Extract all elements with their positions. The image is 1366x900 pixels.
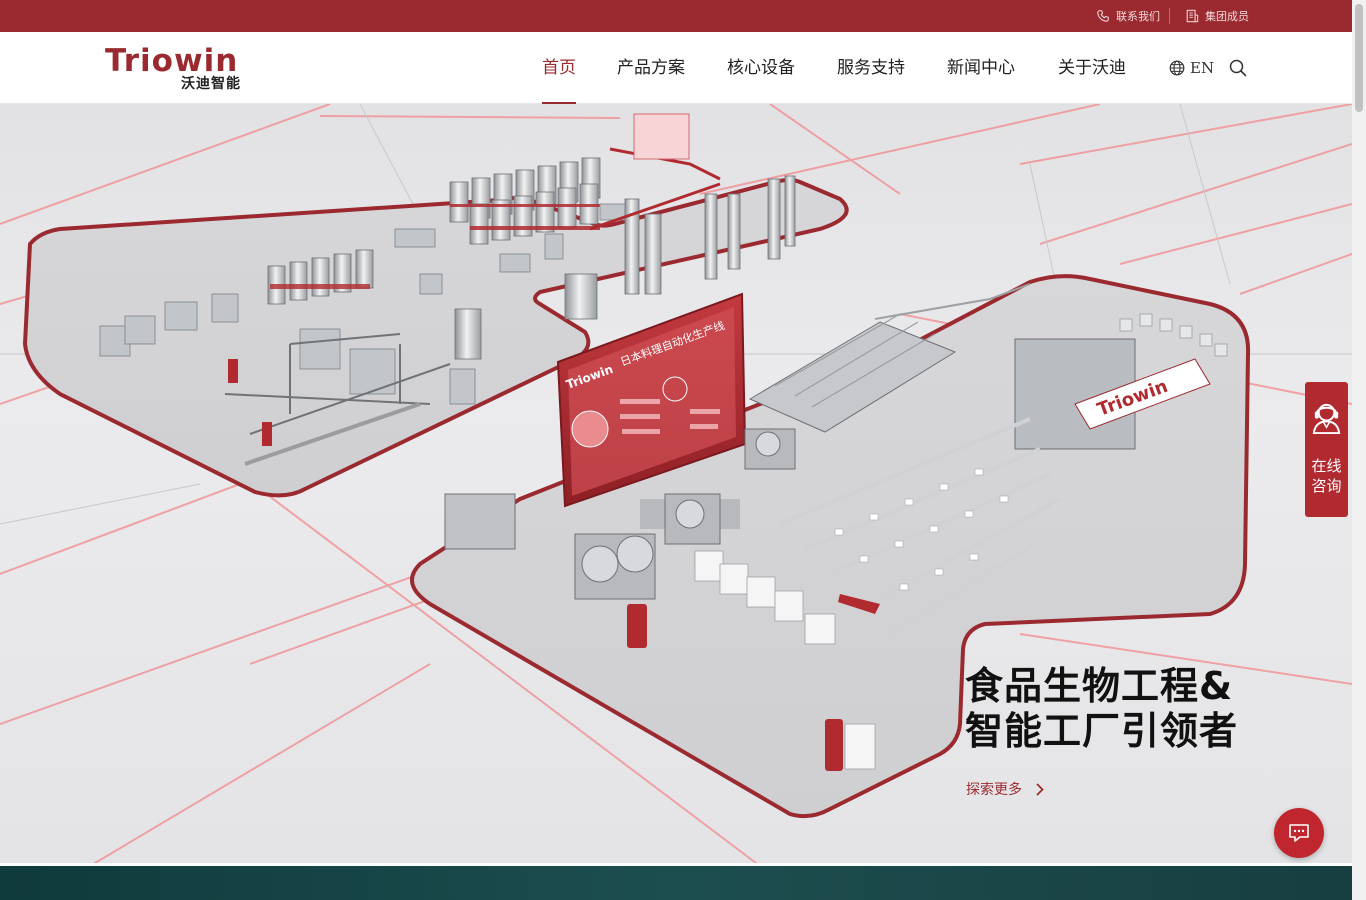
chat-button[interactable] bbox=[1274, 808, 1324, 858]
contact-us-link[interactable]: 联系我们 bbox=[1096, 0, 1160, 32]
online-consult-button[interactable]: 在线 咨询 bbox=[1305, 382, 1348, 517]
logo-wordmark: Triowin bbox=[105, 43, 239, 79]
phone-icon bbox=[1097, 10, 1109, 22]
contact-us-label: 联系我们 bbox=[1116, 10, 1160, 23]
customer-service-icon bbox=[1312, 403, 1341, 435]
building-icon bbox=[1186, 9, 1199, 23]
language-switch[interactable]: EN bbox=[1169, 58, 1214, 78]
top-utility-bar: 联系我们 集团成员 bbox=[0, 0, 1366, 32]
hero-headline-line1: 食品生物工程& bbox=[965, 664, 1234, 708]
section-gap bbox=[0, 863, 1352, 866]
nav-product-solutions[interactable]: 产品方案 bbox=[617, 58, 685, 78]
site-header: Triowin 沃迪智能 首页 产品方案 核心设备 服务支持 新闻中心 关于沃迪… bbox=[0, 32, 1366, 104]
consult-label-line2: 咨询 bbox=[1311, 477, 1342, 495]
hero-headline-line2: 智能工厂引领者 bbox=[965, 709, 1239, 753]
group-members-label: 集团成员 bbox=[1205, 10, 1249, 23]
globe-icon bbox=[1169, 60, 1185, 76]
explore-more-label: 探索更多 bbox=[966, 782, 1022, 798]
scrollbar-thumb[interactable] bbox=[1355, 4, 1363, 112]
next-section-strip bbox=[0, 866, 1352, 900]
chevron-right-icon bbox=[1036, 782, 1044, 796]
logo-chinese-name: 沃迪智能 bbox=[181, 76, 241, 92]
triowin-logo[interactable]: Triowin 沃迪智能 bbox=[105, 44, 245, 94]
nav-about[interactable]: 关于沃迪 bbox=[1058, 58, 1126, 78]
explore-more-link[interactable]: 探索更多 bbox=[966, 779, 1044, 799]
nav-news-center[interactable]: 新闻中心 bbox=[947, 58, 1015, 78]
nav-home[interactable]: 首页 bbox=[542, 32, 576, 104]
chat-icon bbox=[1289, 824, 1309, 842]
hero-banner: Triowin 日本料理自动化生产线 Triowin bbox=[0, 104, 1352, 866]
nav-core-equipment[interactable]: 核心设备 bbox=[727, 58, 795, 78]
group-members-link[interactable]: 集团成员 bbox=[1185, 0, 1249, 32]
language-label: EN bbox=[1190, 59, 1215, 77]
factory-scene-illustration: Triowin 日本料理自动化生产线 Triowin bbox=[0, 104, 1352, 866]
page-scrollbar[interactable] bbox=[1352, 0, 1366, 900]
topbar-divider bbox=[1169, 8, 1170, 24]
nav-service-support[interactable]: 服务支持 bbox=[837, 58, 905, 78]
consult-label-line1: 在线 bbox=[1311, 457, 1342, 475]
search-icon[interactable] bbox=[1229, 59, 1247, 77]
hero-headline: 食品生物工程& 智能工厂引领者 bbox=[965, 664, 1305, 754]
